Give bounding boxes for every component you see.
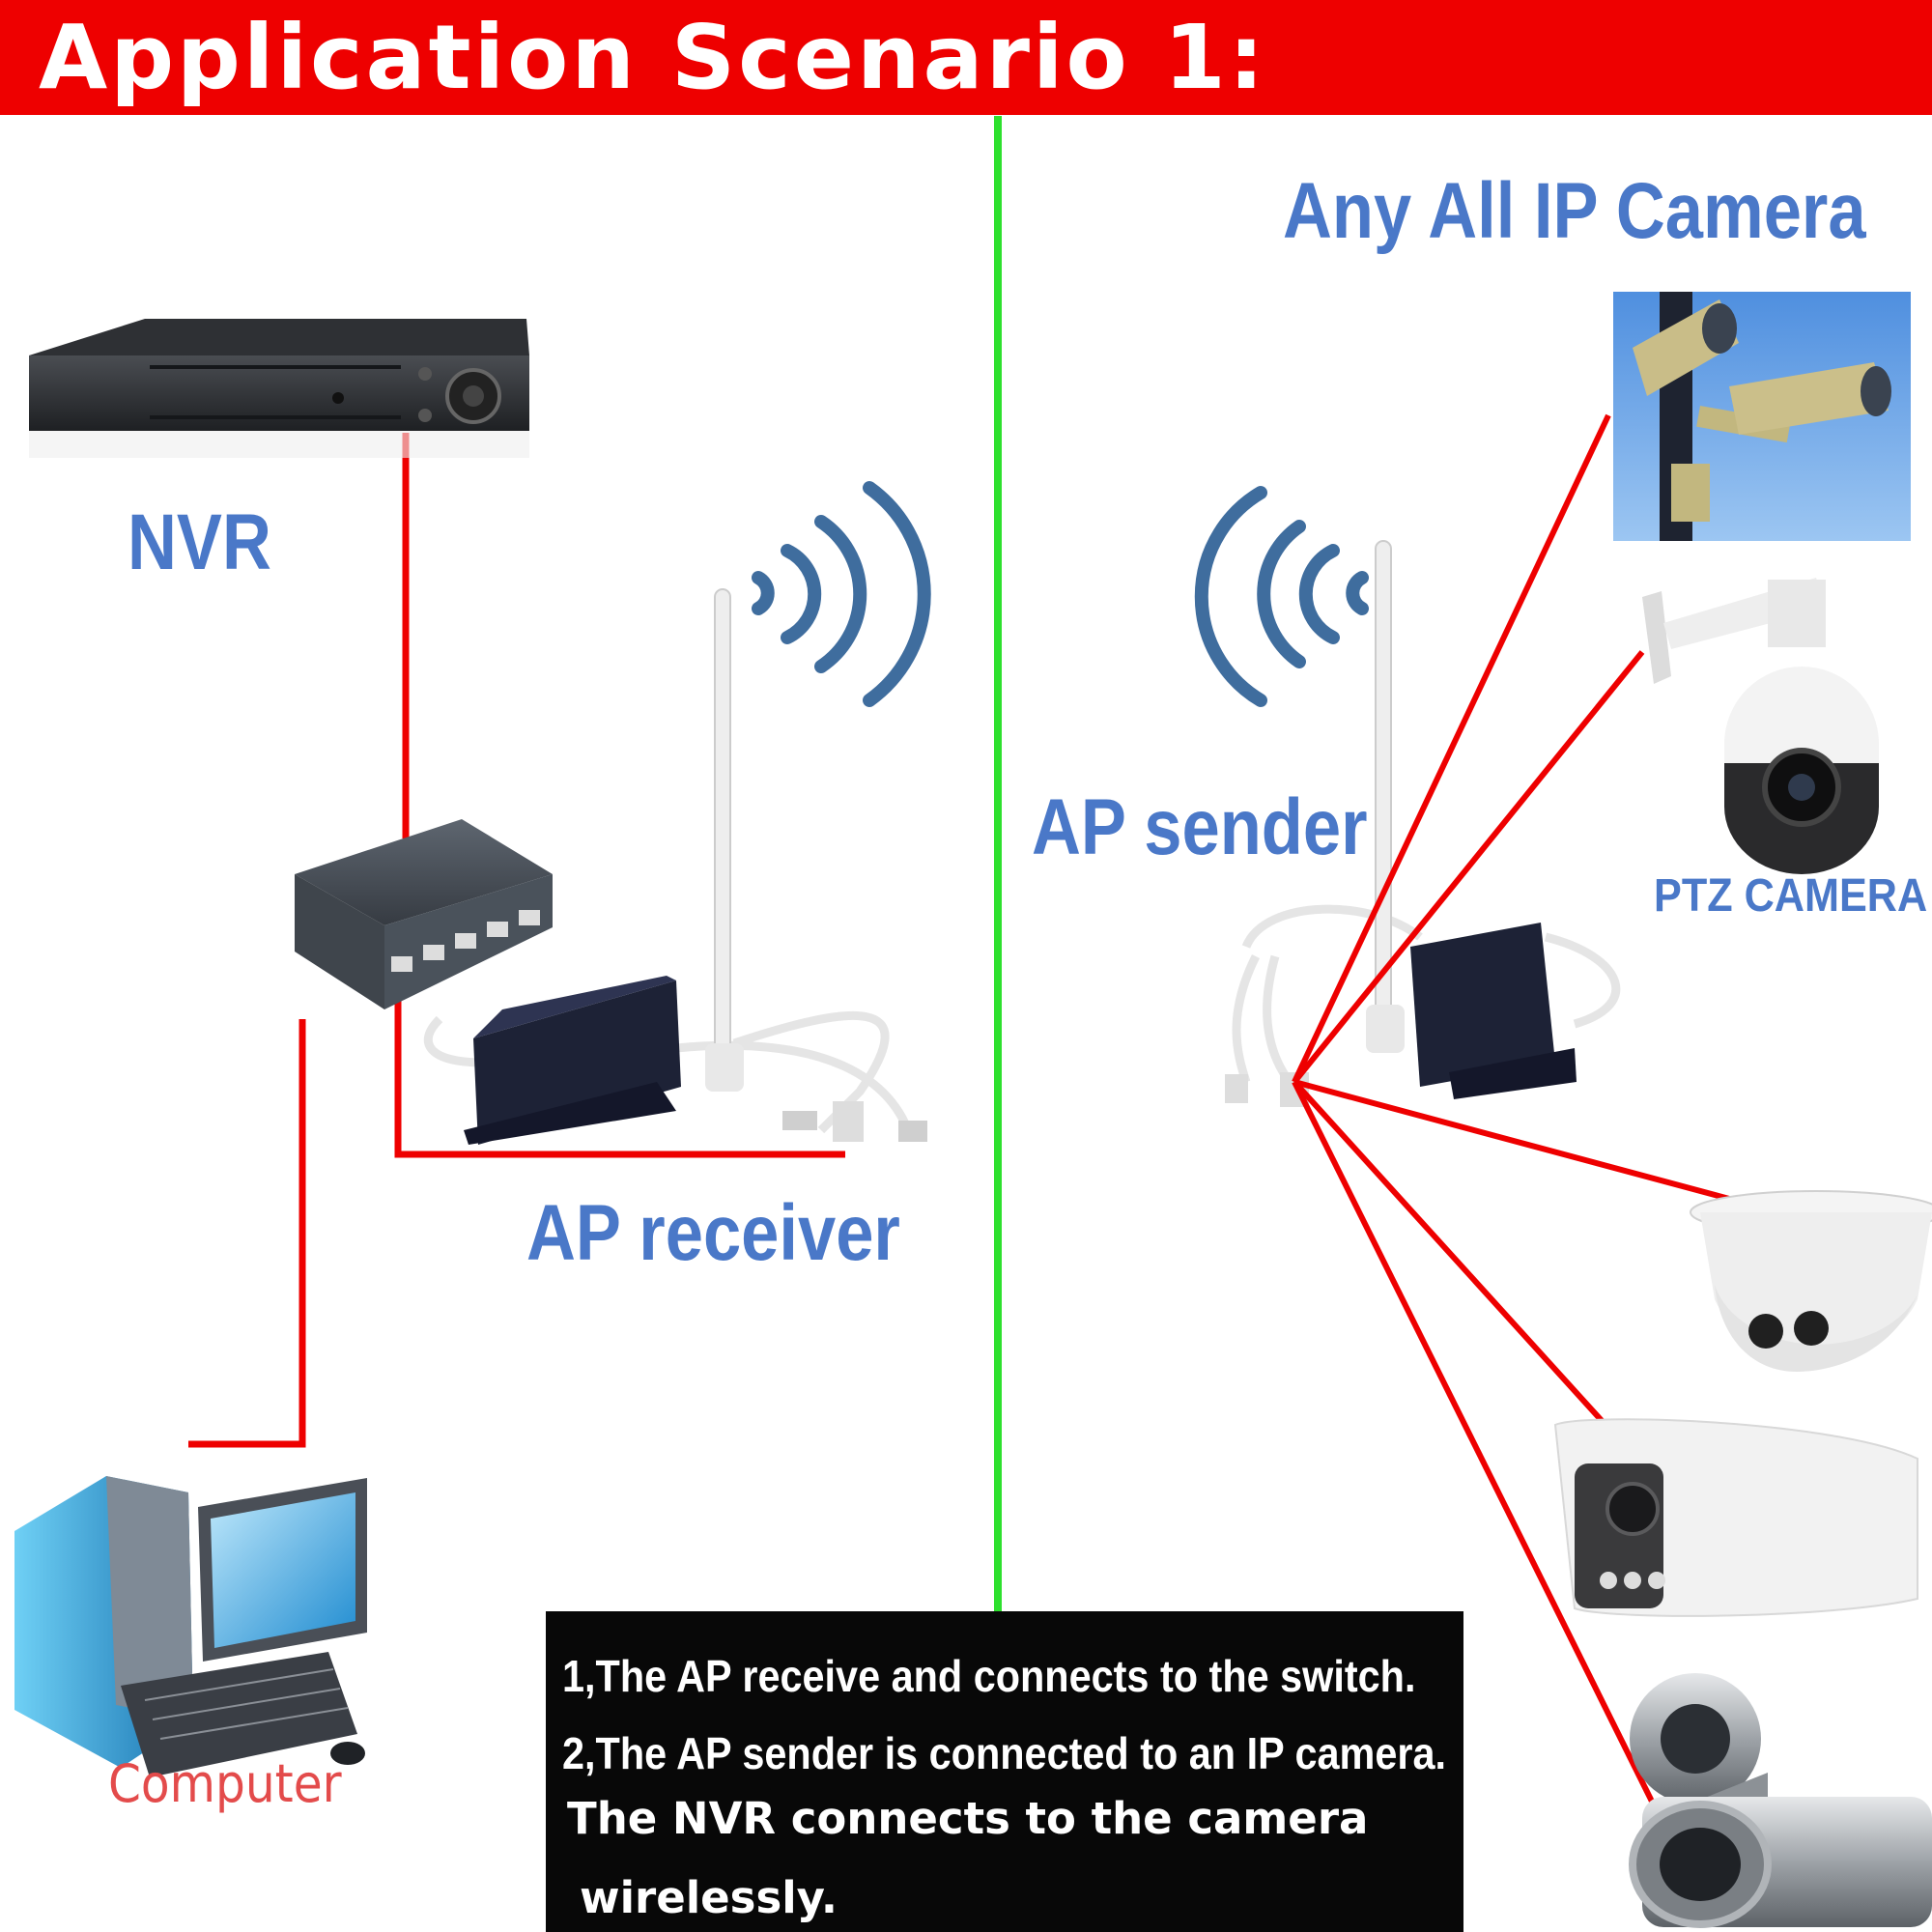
computer-label: Computer xyxy=(108,1753,342,1814)
ptz-camera-icon xyxy=(1642,578,1879,874)
ap-receiver-label: AP receiver xyxy=(526,1189,900,1277)
nvr-label: NVR xyxy=(128,498,271,586)
explosion-proof-camera-icon xyxy=(1629,1673,1932,1928)
computer-icon xyxy=(14,1476,367,1777)
bullet-camera-icon xyxy=(1613,292,1911,541)
note-line: The NVR connects to the camera xyxy=(567,1793,1369,1844)
note-line: wirelessly. xyxy=(580,1872,838,1923)
ptz-camera-label: PTZ CAMERA xyxy=(1654,870,1928,922)
page-title: Application Scenario 1: xyxy=(39,6,1267,109)
note-line: 2,The AP sender is connected to an IP ca… xyxy=(562,1728,1446,1778)
ip-camera-label: Any All IP Camera xyxy=(1283,167,1866,255)
ap-sender-icon xyxy=(1225,540,1621,1107)
dome-camera-icon xyxy=(1690,1190,1932,1372)
left-cables xyxy=(188,433,845,1448)
bullet-camera-icon xyxy=(1553,1418,1918,1617)
wifi-signal-icon xyxy=(752,481,931,707)
title-banner: Application Scenario 1: xyxy=(0,0,1932,115)
ap-receiver-icon xyxy=(423,588,927,1145)
wifi-signal-icon xyxy=(1194,486,1369,707)
ap-sender-label: AP sender xyxy=(1032,783,1368,871)
notes-box: 1,The AP receive and connects to the swi… xyxy=(546,1611,1463,1932)
switch-icon xyxy=(295,819,553,1009)
nvr-icon xyxy=(29,319,529,458)
note-line: 1,The AP receive and connects to the swi… xyxy=(562,1651,1416,1701)
right-cables xyxy=(1292,413,1745,1833)
